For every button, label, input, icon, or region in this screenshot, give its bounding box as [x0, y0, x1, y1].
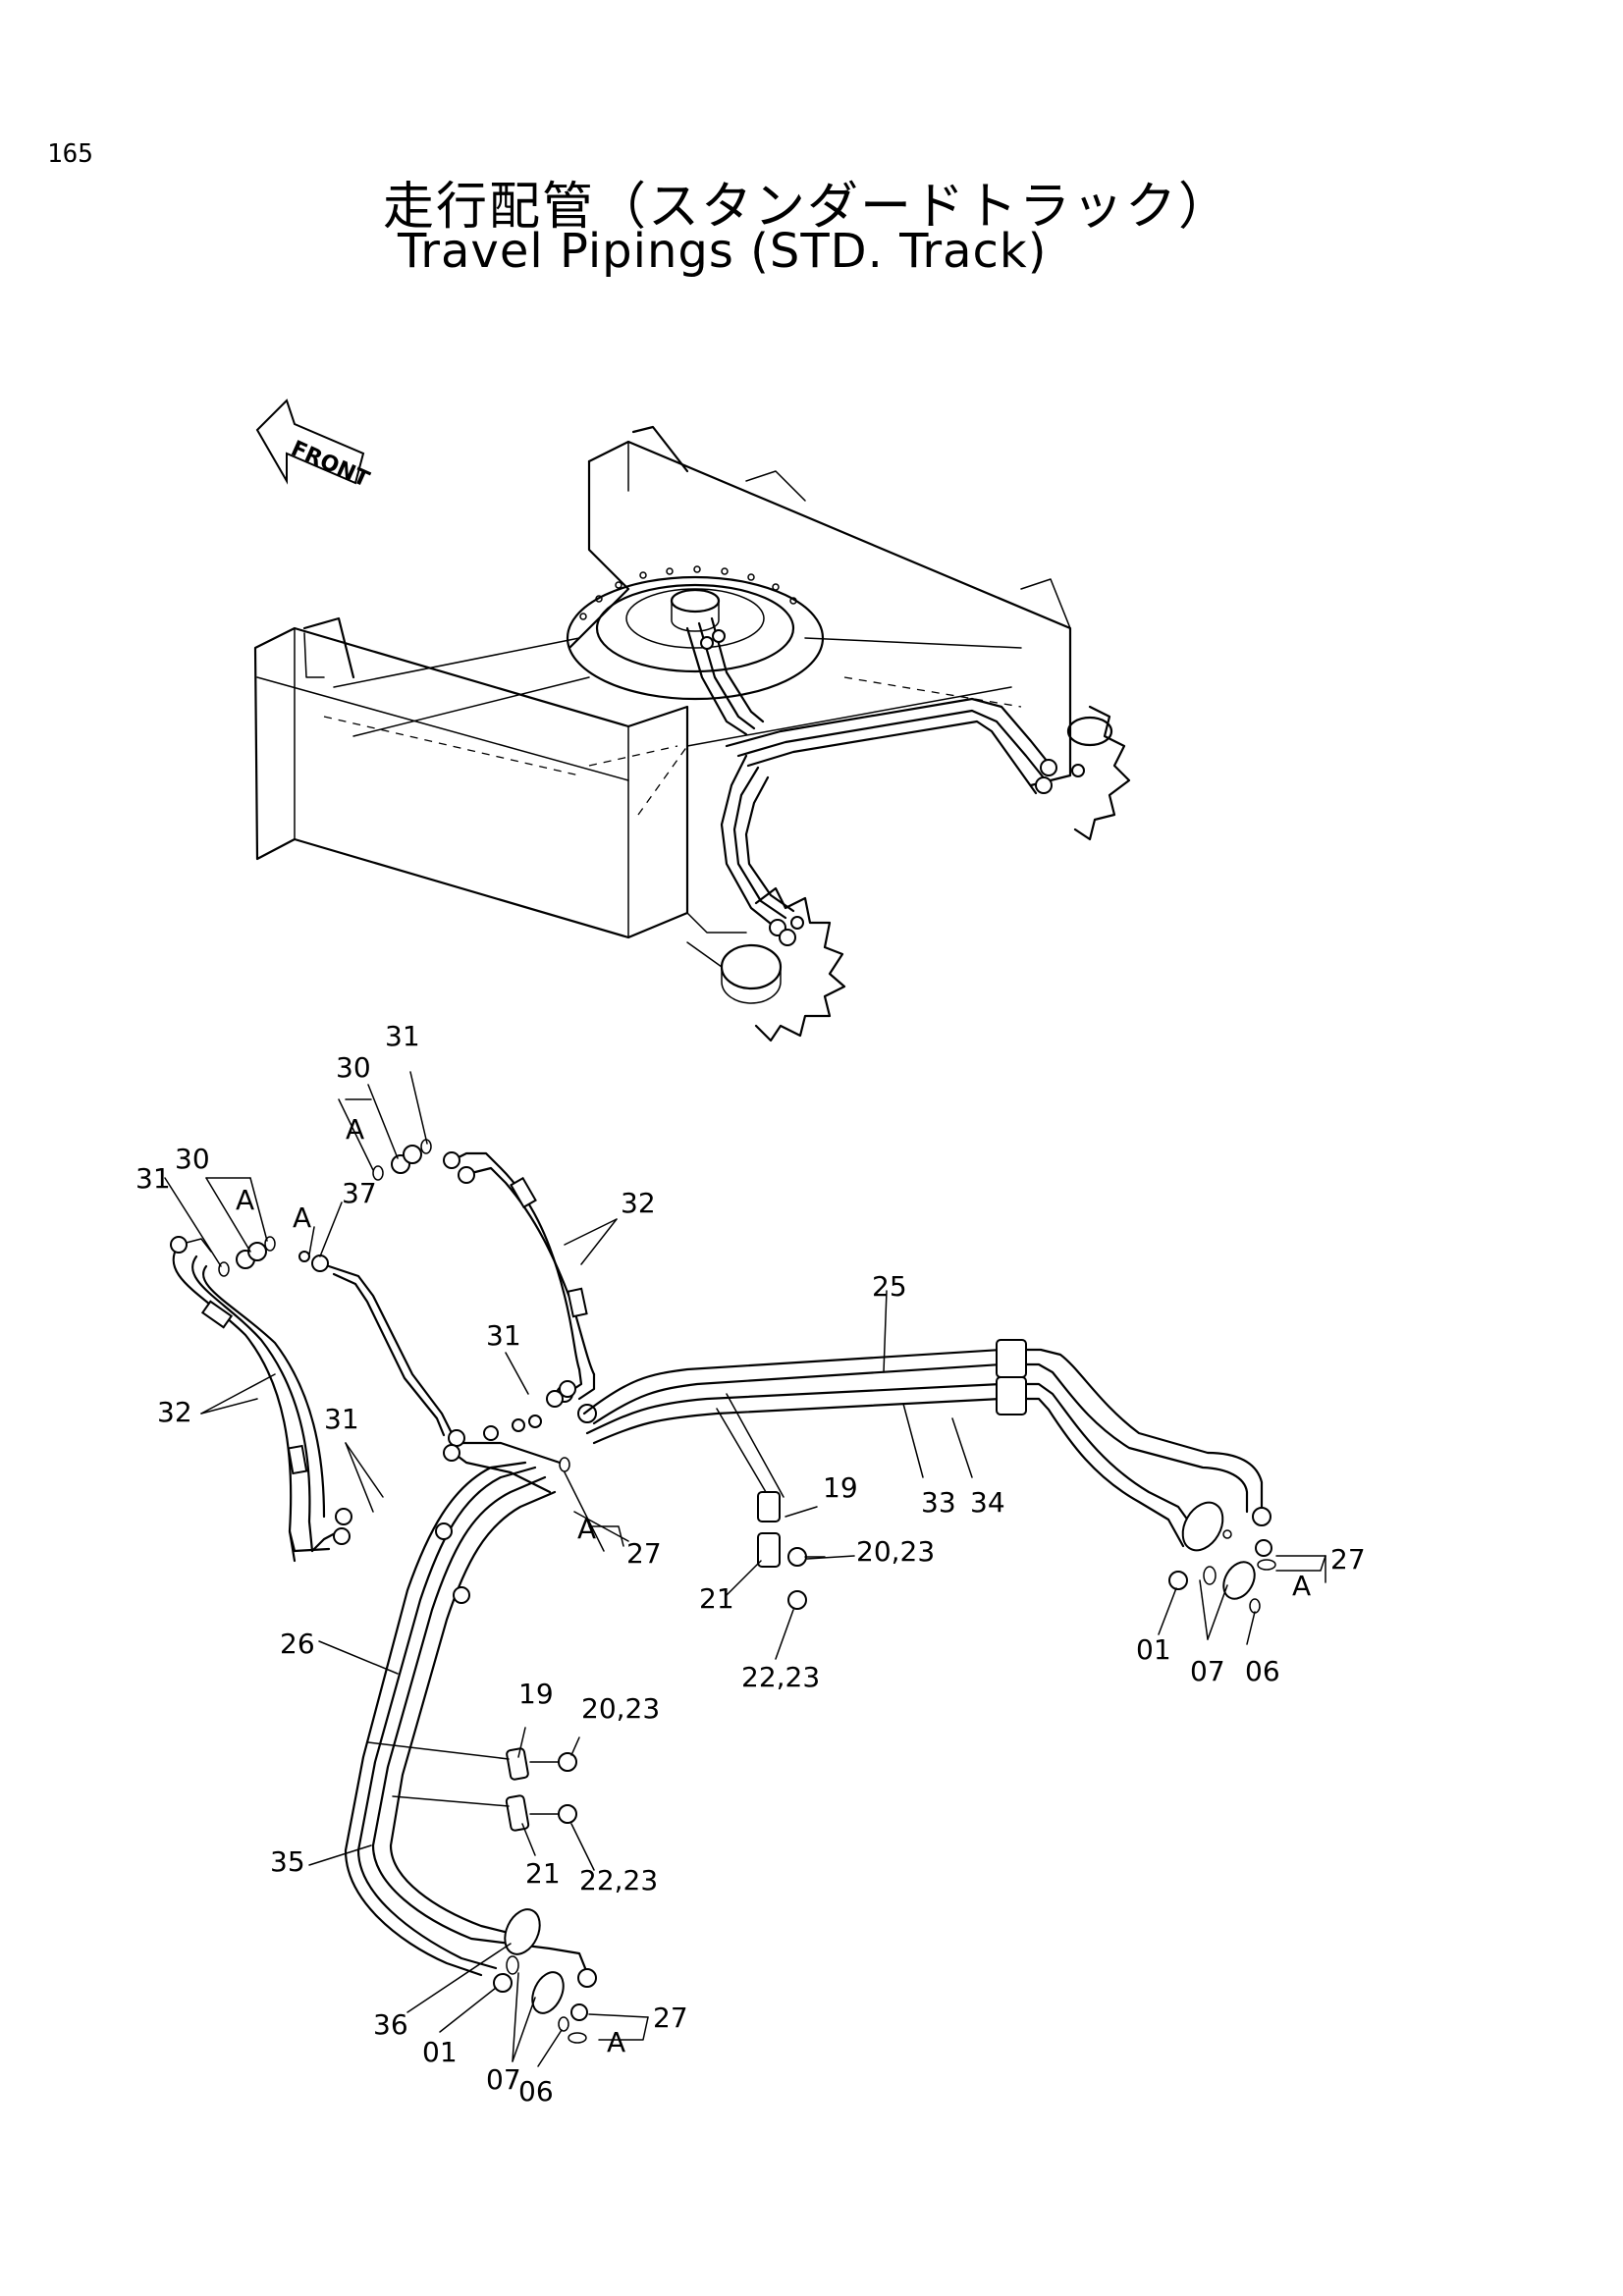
callout-33: 33: [921, 1486, 956, 1519]
callout-20-23: 20,23: [856, 1535, 935, 1568]
callout-30: 30: [175, 1143, 210, 1175]
callout-30: 30: [336, 1051, 371, 1084]
callout-19: 19: [518, 1678, 554, 1710]
callout-27: 27: [626, 1537, 662, 1570]
callout-27: 27: [1330, 1543, 1366, 1575]
callout-26: 26: [280, 1628, 315, 1660]
callout-labels: 31 30 A 31 30 A A 37 32 32 31 31 25 A 27…: [135, 1020, 1366, 2108]
callout-a: A: [577, 1513, 596, 1545]
swing-circle-bolts: [579, 565, 797, 620]
callout-27: 27: [653, 2002, 688, 2034]
page-title-japanese: 走行配管（スタンダードトラック）: [383, 178, 1232, 237]
callout-a: A: [1292, 1570, 1311, 1602]
page-title-english: Travel Pipings (STD. Track): [398, 224, 1048, 279]
callout-36: 36: [373, 2008, 408, 2041]
callout-a: A: [607, 2026, 625, 2058]
clamp-set-lower: [505, 1747, 577, 1832]
callout-01: 01: [1136, 1633, 1171, 1666]
right-motor-flange: [1168, 1501, 1276, 1614]
callout-a: A: [236, 1184, 254, 1216]
front-arrow-icon: FRONT: [255, 399, 373, 493]
callout-20-23: 20,23: [581, 1692, 660, 1725]
callout-06: 06: [518, 2075, 554, 2108]
callout-35: 35: [270, 1845, 305, 1878]
callout-21: 21: [699, 1582, 734, 1615]
left-motor-flange: [493, 1908, 588, 2044]
callout-25: 25: [872, 1270, 907, 1303]
callout-06: 06: [1245, 1655, 1280, 1687]
callout-01: 01: [422, 2036, 458, 2068]
callout-37: 37: [342, 1177, 377, 1209]
right-sprocket: [1066, 705, 1131, 841]
callout-31: 31: [486, 1319, 521, 1352]
left-sprocket: [686, 886, 846, 1042]
callout-21: 21: [525, 1857, 561, 1890]
leader-lines: [164, 1071, 1326, 2067]
callout-31: 31: [324, 1403, 359, 1435]
callout-32: 32: [157, 1396, 192, 1428]
callout-22-23: 22,23: [579, 1864, 658, 1896]
callout-31: 31: [385, 1020, 420, 1052]
callout-22-23: 22,23: [741, 1661, 820, 1693]
clamp-set-upper: [757, 1491, 826, 1610]
callout-a: A: [293, 1201, 311, 1234]
callout-07: 07: [1190, 1655, 1225, 1687]
undercarriage-frame: [253, 425, 1131, 1042]
fitting-30-31-upper: [372, 1139, 432, 1181]
fitting-30-31-left: [170, 1236, 276, 1277]
callout-07: 07: [486, 2063, 521, 2096]
callout-31: 31: [135, 1162, 171, 1195]
callout-32: 32: [621, 1187, 656, 1219]
exploded-hose-assemblies: [170, 1139, 1276, 2044]
callout-34: 34: [970, 1486, 1005, 1519]
callout-a: A: [346, 1113, 364, 1146]
callout-19: 19: [823, 1471, 858, 1504]
page-number: 165: [47, 139, 93, 169]
frame-travel-pipes: [685, 616, 1085, 946]
